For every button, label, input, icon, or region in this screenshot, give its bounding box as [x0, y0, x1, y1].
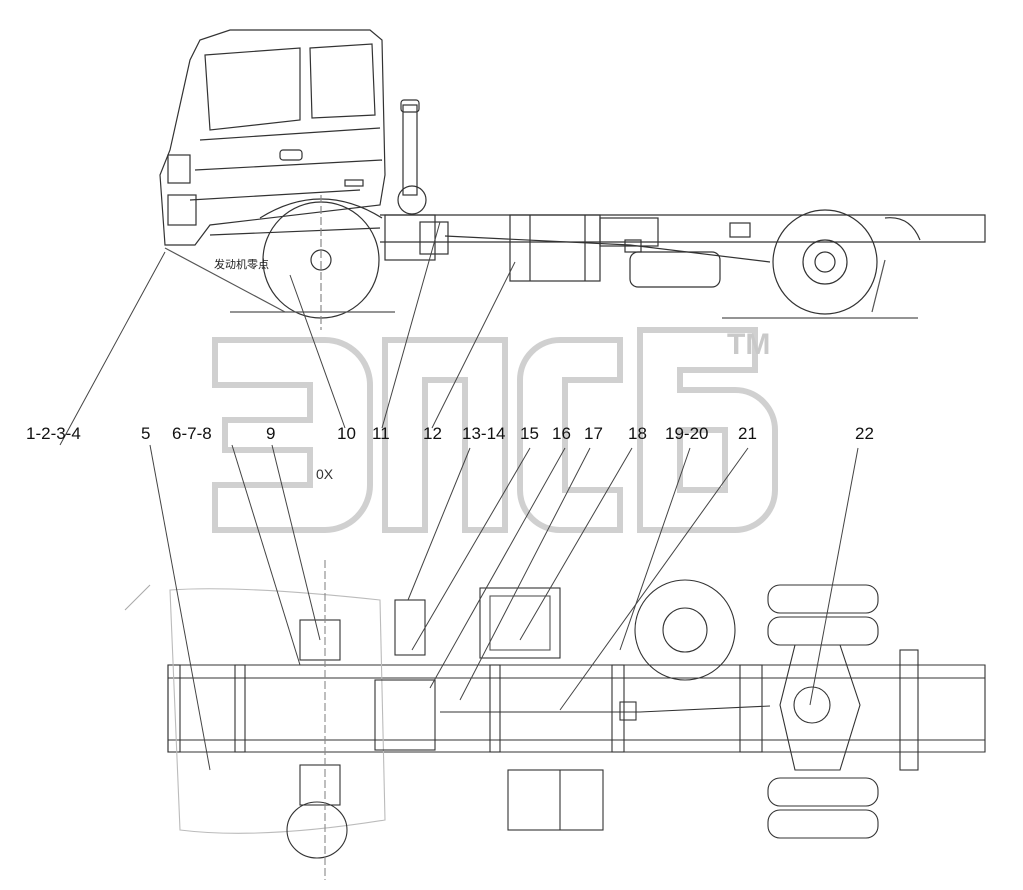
- engine-zero-label: 发动机零点: [214, 259, 269, 271]
- callout-17[interactable]: 17: [584, 424, 603, 443]
- plan-view: [59, 221, 986, 880]
- center-mark: 0X: [316, 466, 334, 482]
- callout-15[interactable]: 15: [520, 424, 539, 443]
- callout-1-4[interactable]: 1-2-3-4: [26, 424, 81, 443]
- callout-22[interactable]: 22: [855, 424, 874, 443]
- callout-6-8[interactable]: 6-7-8: [172, 424, 212, 443]
- callout-13-14[interactable]: 13-14: [462, 424, 506, 443]
- side-view: [159, 29, 986, 330]
- callout-16[interactable]: 16: [552, 424, 571, 443]
- callout-5[interactable]: 5: [141, 424, 151, 443]
- callout-10[interactable]: 10: [337, 424, 356, 443]
- callout-18[interactable]: 18: [628, 424, 647, 443]
- callout-11[interactable]: 11: [372, 424, 390, 443]
- callout-19-20[interactable]: 19-20: [665, 424, 709, 443]
- watermark-logo: [212, 327, 778, 533]
- watermark-trademark: TM: [727, 328, 771, 361]
- callout-9[interactable]: 9: [266, 424, 276, 443]
- callout-12[interactable]: 12: [423, 424, 442, 443]
- callout-21[interactable]: 21: [738, 424, 757, 443]
